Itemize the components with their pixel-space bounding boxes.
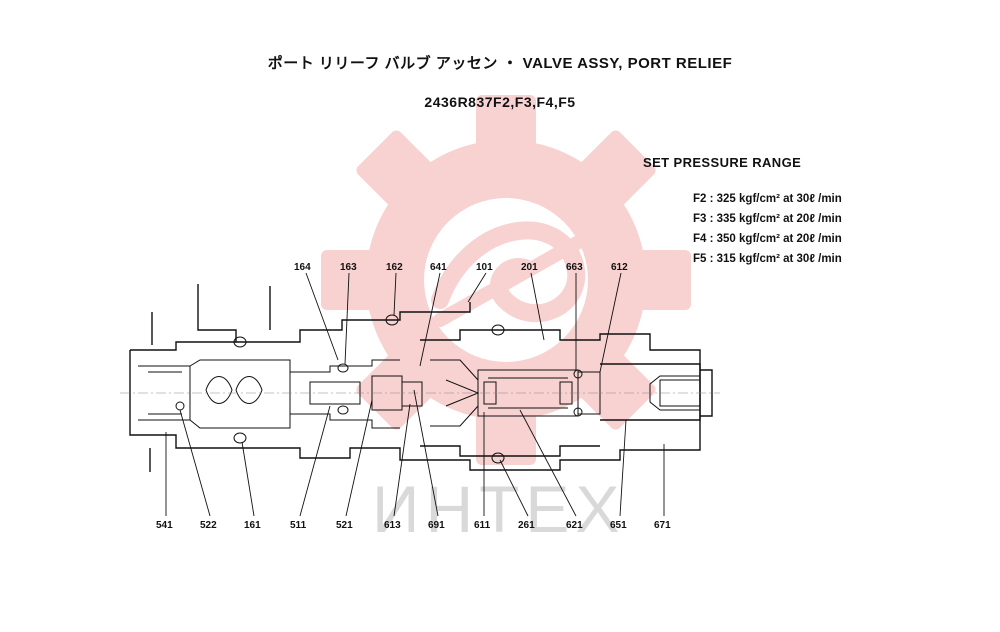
callout-101: 101 <box>476 262 493 273</box>
callout-671: 671 <box>654 520 671 531</box>
callouts-bottom: 541 522 161 511 521 613 691 611 261 621 … <box>156 520 671 531</box>
drawing-title: ポート リリーフ バルブ アッセン ・ VALVE ASSY, PORT REL… <box>267 55 733 72</box>
pressure-row-f4: F4 : 350 kgf/cm² at 20ℓ /min <box>693 233 842 245</box>
callout-611: 611 <box>474 520 491 531</box>
callout-261: 261 <box>518 520 535 531</box>
callout-522: 522 <box>200 520 217 531</box>
callout-641: 641 <box>430 262 447 273</box>
callout-162: 162 <box>386 262 403 273</box>
leader-lines-top <box>305 272 622 373</box>
callout-541: 541 <box>156 520 173 531</box>
leader-lines-bottom <box>165 389 665 517</box>
valve-body-outline <box>120 284 720 472</box>
pressure-row-f5: F5 : 315 kgf/cm² at 30ℓ /min <box>693 253 842 265</box>
part-number: 2436R837F2,F3,F4,F5 <box>424 94 576 110</box>
callout-201: 201 <box>521 262 538 273</box>
callouts-top: 164 163 162 641 101 201 663 612 <box>294 262 628 273</box>
callout-651: 651 <box>610 520 627 531</box>
pressure-range-heading: SET PRESSURE RANGE <box>643 155 802 170</box>
pressure-row-f3: F3 : 335 kgf/cm² at 20ℓ /min <box>693 213 842 225</box>
callout-621: 621 <box>566 520 583 531</box>
callout-161: 161 <box>244 520 261 531</box>
pressure-row-f2: F2 : 325 kgf/cm² at 30ℓ /min <box>693 193 842 205</box>
callout-521: 521 <box>336 520 353 531</box>
callout-163: 163 <box>340 262 357 273</box>
callout-663: 663 <box>566 262 583 273</box>
callout-691: 691 <box>428 520 445 531</box>
watermark-text: ИНТЕХ <box>372 472 625 546</box>
callout-511: 511 <box>290 520 307 531</box>
callout-164: 164 <box>294 262 311 273</box>
callout-613: 613 <box>384 520 401 531</box>
callout-612: 612 <box>611 262 628 273</box>
